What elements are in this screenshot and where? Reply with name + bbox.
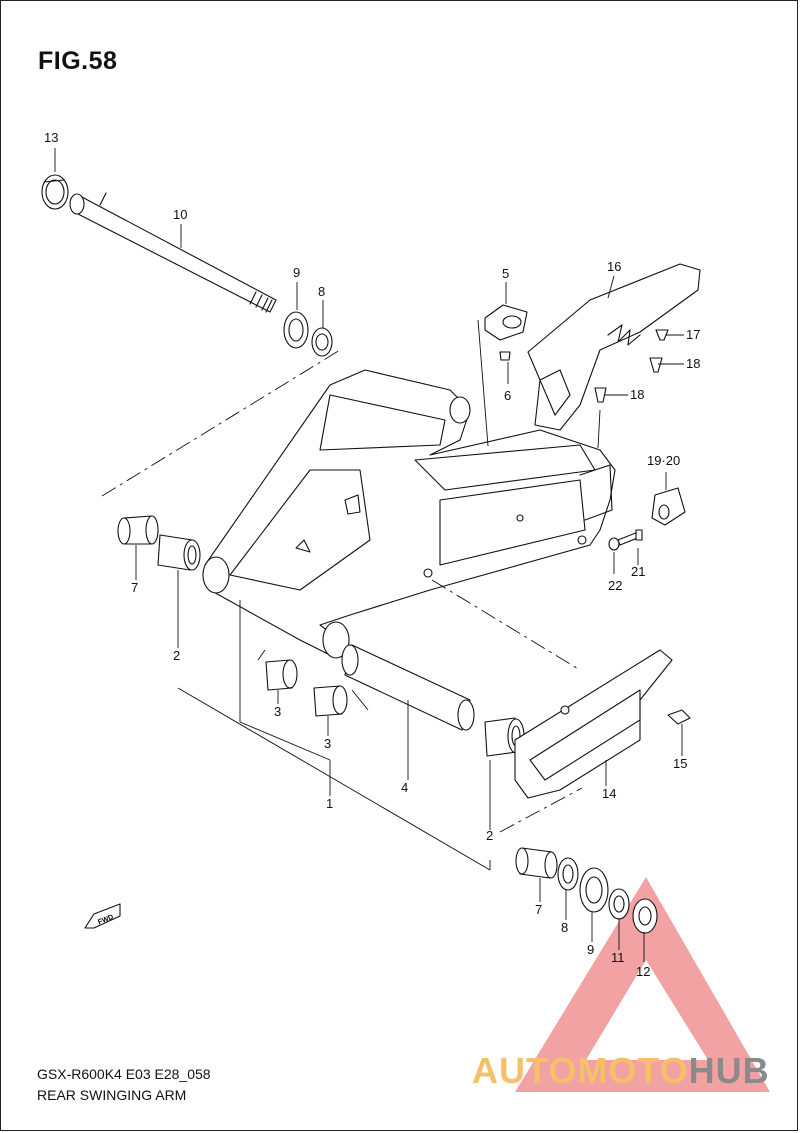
watermark-logo bbox=[515, 877, 770, 1092]
callout-2-upper: 2 bbox=[173, 648, 180, 663]
callout-2-lower: 2 bbox=[486, 828, 493, 843]
callout-14: 14 bbox=[602, 786, 616, 801]
callout-5: 5 bbox=[502, 266, 509, 281]
part-9-oil-seal-upper bbox=[283, 311, 309, 349]
watermark-part-a: AUTOMOTO bbox=[472, 1050, 689, 1091]
callout-13: 13 bbox=[44, 130, 58, 145]
callout-3-b: 3 bbox=[324, 736, 331, 751]
part-6-screw bbox=[499, 351, 511, 361]
callout-18-a: 18 bbox=[686, 356, 700, 371]
callout-9-upper: 9 bbox=[293, 265, 300, 280]
part-17-screw bbox=[655, 329, 669, 341]
callout-17: 17 bbox=[686, 327, 700, 342]
figure-model-code: GSX-R600K4 E03 E28_058 bbox=[37, 1066, 211, 1082]
callout-12: 12 bbox=[636, 964, 650, 979]
part-14-chain-buffer bbox=[514, 649, 673, 799]
callout-21: 21 bbox=[631, 564, 645, 579]
callout-8-upper: 8 bbox=[318, 284, 325, 299]
callout-19-20: 19·20 bbox=[647, 453, 680, 468]
part-2-bearing-lower bbox=[484, 717, 525, 757]
fwd-arrow-icon bbox=[84, 903, 121, 929]
part-3-bearing-a bbox=[265, 659, 298, 691]
callout-1: 1 bbox=[326, 796, 333, 811]
callout-16: 16 bbox=[607, 259, 621, 274]
part-15-bolt bbox=[667, 709, 691, 725]
part-10-pivot-shaft bbox=[69, 192, 277, 313]
figure-name: REAR SWINGING ARM bbox=[37, 1087, 187, 1103]
part-22-washer bbox=[608, 537, 620, 551]
watermark-part-b: HUB bbox=[688, 1050, 770, 1091]
part-13-bush bbox=[41, 174, 69, 210]
part-2-bearing-upper bbox=[157, 534, 201, 571]
part-7-bush-lower bbox=[515, 847, 558, 879]
callout-7-lower: 7 bbox=[535, 902, 542, 917]
callout-11: 11 bbox=[611, 950, 625, 965]
figure-title: FIG.58 bbox=[38, 47, 118, 75]
callout-3-a: 3 bbox=[274, 704, 281, 719]
part-18-clip-b bbox=[594, 387, 607, 403]
callout-8-lower: 8 bbox=[561, 920, 568, 935]
callout-22: 22 bbox=[608, 578, 622, 593]
part-16-chain-guard bbox=[527, 263, 701, 431]
swingarm-body bbox=[202, 369, 616, 659]
part-12-nut bbox=[632, 898, 658, 934]
callout-15: 15 bbox=[673, 756, 687, 771]
part-5-bracket bbox=[484, 304, 528, 341]
watermark-wordmark: AUTOMOTOHUB bbox=[472, 1050, 770, 1092]
callout-18-b: 18 bbox=[630, 387, 644, 402]
callout-6: 6 bbox=[504, 388, 511, 403]
leader-lines bbox=[54, 148, 684, 962]
part-4-spacer bbox=[341, 644, 475, 731]
part-11-washer bbox=[608, 888, 630, 920]
callout-10: 10 bbox=[173, 207, 187, 222]
part-7-bush-upper bbox=[117, 515, 159, 545]
callout-7-upper: 7 bbox=[131, 580, 138, 595]
callout-9-lower: 9 bbox=[587, 942, 594, 957]
part-19-20-chain-adjuster-block bbox=[651, 487, 686, 526]
part-18-clip-a bbox=[649, 357, 663, 373]
callout-labels: 13 10 9 8 5 6 16 17 18 18 19·20 21 22 7 … bbox=[44, 130, 700, 979]
part-8-washer-lower bbox=[557, 857, 579, 891]
callout-4: 4 bbox=[401, 780, 408, 795]
part-3-bearing-b bbox=[313, 685, 348, 717]
part-9-oil-seal-lower bbox=[579, 867, 609, 913]
part-21-bolt bbox=[617, 529, 643, 546]
part-8-washer-upper bbox=[311, 327, 333, 357]
